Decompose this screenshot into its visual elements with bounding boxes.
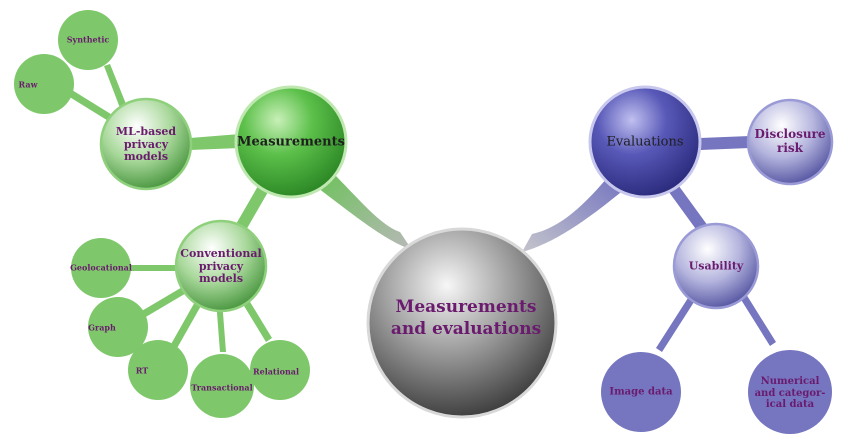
node-graph	[88, 297, 148, 357]
conventional-label-line3: models	[198, 272, 244, 286]
node-raw	[14, 54, 74, 114]
disclosure-risk-label-line2: risk	[777, 141, 803, 155]
connector-conventional-geolocational	[128, 265, 178, 271]
graph-label: Graph	[88, 322, 116, 333]
node-ml-based	[99, 97, 193, 191]
center-label: Measurements and evaluations	[391, 296, 541, 340]
node-usability	[672, 222, 760, 310]
ml-based-label: ML-based privacy models	[115, 125, 177, 164]
conventional-label: Conventional privacy models	[180, 247, 262, 286]
disclosure-risk-label: Disclosure risk	[754, 127, 826, 156]
measurements-label: Measurements	[237, 134, 345, 150]
raw-label: Raw	[18, 79, 38, 90]
conventional-label-line1: Conventional	[180, 247, 262, 261]
connector-measurements-mlbased	[190, 134, 240, 150]
node-center	[366, 227, 558, 419]
evaluations-label: Evaluations	[606, 134, 684, 150]
node-disclosure-risk	[746, 98, 834, 186]
node-evaluations	[588, 85, 702, 199]
center-label-line2: and evaluations	[390, 319, 542, 339]
ml-based-label-line1: ML-based	[115, 125, 177, 139]
ml-based-label-line2: privacy	[123, 137, 169, 151]
node-synthetic	[58, 10, 118, 70]
image-data-label: Image data	[609, 386, 673, 398]
center-label-line1: Measurements	[395, 296, 537, 317]
numerical-label-line3: ical data	[765, 398, 815, 410]
numerical-label-line1: Numerical	[760, 375, 820, 387]
node-geolocational	[71, 238, 131, 298]
usability-label: Usability	[688, 259, 744, 273]
disclosure-risk-label-line1: Disclosure	[754, 127, 826, 142]
conventional-label-line2: privacy	[198, 259, 244, 273]
node-numerical	[748, 350, 832, 434]
node-relational	[250, 340, 310, 400]
connector-mlbased-synthetic	[104, 64, 126, 108]
synthetic-label: Synthetic	[66, 34, 110, 45]
transactional-label: Transactional	[191, 382, 253, 393]
connector-conventional-rt	[170, 300, 202, 350]
connector-center-measurements	[318, 170, 412, 250]
connector-evaluations-usability	[666, 182, 708, 232]
numerical-label: Numerical and categor- ical data	[755, 376, 826, 411]
node-transactional	[190, 354, 254, 418]
ml-based-label-line3: models	[123, 150, 169, 164]
geolocational-label: Geolocational	[70, 262, 132, 273]
node-measurements	[234, 85, 348, 199]
connector-usability-imagedata	[656, 298, 694, 352]
connector-mlbased-raw	[68, 90, 114, 122]
node-image-data	[601, 352, 681, 432]
relational-label: Relational	[252, 366, 300, 377]
connector-evaluations-disclosure	[700, 136, 750, 150]
numerical-label-line2: and categor-	[754, 387, 826, 399]
rt-label: RT	[135, 365, 149, 376]
node-rt	[128, 340, 188, 400]
connector-usability-numerical	[740, 294, 776, 346]
connector-conventional-transactional	[216, 300, 226, 352]
node-conventional	[174, 219, 268, 313]
connector-center-evaluations	[522, 172, 626, 252]
connector-conventional-graph	[140, 286, 188, 318]
